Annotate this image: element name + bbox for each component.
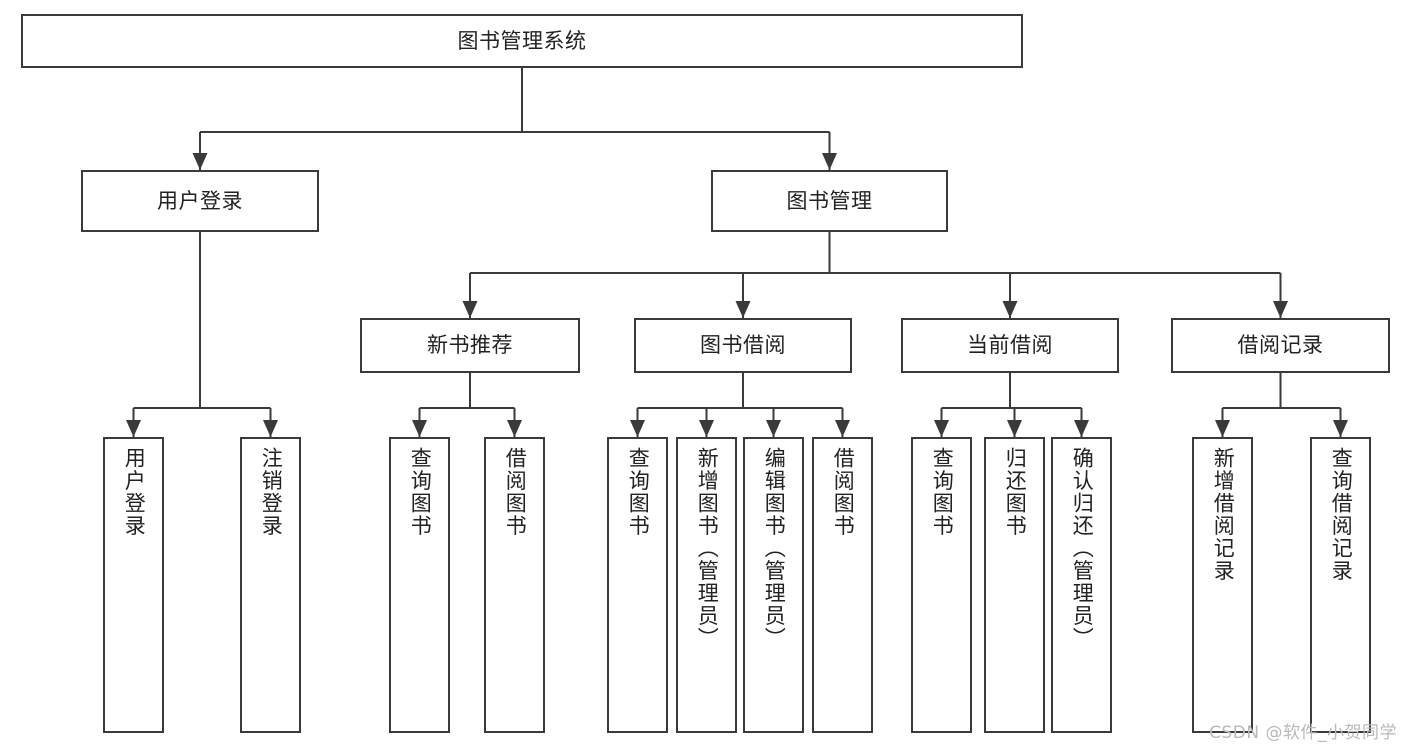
- connector-arrowhead: [766, 420, 781, 437]
- node-label: 图书借阅: [700, 333, 786, 358]
- node-label: 新增借阅记录: [1211, 447, 1236, 582]
- node-leaf-cur-2[interactable]: 归还图书: [984, 437, 1045, 733]
- node-label: 编辑图书（管理员）: [762, 447, 787, 650]
- node-bookmgmt[interactable]: 图书管理: [711, 170, 948, 232]
- node-label: 图书管理系统: [457, 28, 587, 53]
- node-leaf-bor-2[interactable]: 新增图书（管理员）: [676, 437, 737, 733]
- node-leaf-new-1[interactable]: 查询图书: [389, 437, 450, 733]
- node-label: 确认归还（管理员）: [1070, 447, 1095, 650]
- connector-arrowhead: [1007, 420, 1022, 437]
- connector-arrowhead: [835, 420, 850, 437]
- node-leaf-login-2[interactable]: 注销登录: [240, 437, 301, 733]
- node-label: 用户登录: [157, 188, 243, 213]
- connector-arrowhead: [699, 420, 714, 437]
- connector-arrowhead: [1074, 420, 1089, 437]
- node-borrow[interactable]: 图书借阅: [634, 318, 852, 373]
- node-label: 图书管理: [786, 188, 873, 213]
- node-label: 查询图书: [408, 447, 433, 537]
- node-label: 查询图书: [930, 447, 955, 537]
- node-leaf-bor-3[interactable]: 编辑图书（管理员）: [743, 437, 804, 733]
- node-label: 借阅记录: [1237, 333, 1324, 358]
- connector-arrowhead: [1002, 301, 1018, 318]
- node-leaf-cur-3[interactable]: 确认归还（管理员）: [1051, 437, 1112, 733]
- connector-arrowhead: [412, 420, 427, 437]
- node-leaf-rec-1[interactable]: 新增借阅记录: [1192, 437, 1253, 733]
- node-leaf-new-2[interactable]: 借阅图书: [484, 437, 545, 733]
- node-leaf-cur-1[interactable]: 查询图书: [911, 437, 972, 733]
- node-leaf-rec-2[interactable]: 查询借阅记录: [1310, 437, 1371, 733]
- node-label: 新书推荐: [427, 333, 513, 358]
- connector-arrowhead: [934, 420, 949, 437]
- node-label: 归还图书: [1003, 447, 1028, 537]
- connector-arrowhead: [263, 420, 278, 437]
- node-current[interactable]: 当前借阅: [901, 318, 1119, 373]
- node-label: 注销登录: [259, 447, 284, 537]
- connector-arrowhead: [1333, 420, 1348, 437]
- node-label: 用户登录: [122, 447, 147, 537]
- connector-arrowhead: [630, 420, 645, 437]
- connector-arrowhead: [822, 153, 837, 170]
- node-leaf-bor-4[interactable]: 借阅图书: [812, 437, 873, 733]
- node-leaf-bor-1[interactable]: 查询图书: [607, 437, 668, 733]
- node-leaf-login-1[interactable]: 用户登录: [103, 437, 164, 733]
- connector-arrowhead: [1215, 420, 1230, 437]
- node-label: 查询借阅记录: [1329, 447, 1354, 582]
- node-login[interactable]: 用户登录: [81, 170, 319, 232]
- node-record[interactable]: 借阅记录: [1171, 318, 1390, 373]
- connector-arrowhead: [1273, 301, 1288, 318]
- node-label: 新增图书（管理员）: [695, 447, 720, 650]
- connector-arrowhead: [462, 301, 478, 318]
- node-label: 查询图书: [626, 447, 651, 537]
- node-label: 借阅图书: [503, 447, 528, 537]
- node-newbook[interactable]: 新书推荐: [360, 318, 580, 373]
- connector-arrowhead: [126, 420, 141, 437]
- watermark-text: CSDN @软件_小贺同学: [1209, 723, 1397, 743]
- node-label: 当前借阅: [967, 333, 1053, 358]
- node-label: 借阅图书: [831, 447, 856, 537]
- connector-arrowhead: [192, 153, 208, 170]
- connector-arrowhead: [507, 420, 522, 437]
- node-root[interactable]: 图书管理系统: [21, 14, 1023, 68]
- connector-arrowhead: [735, 301, 751, 318]
